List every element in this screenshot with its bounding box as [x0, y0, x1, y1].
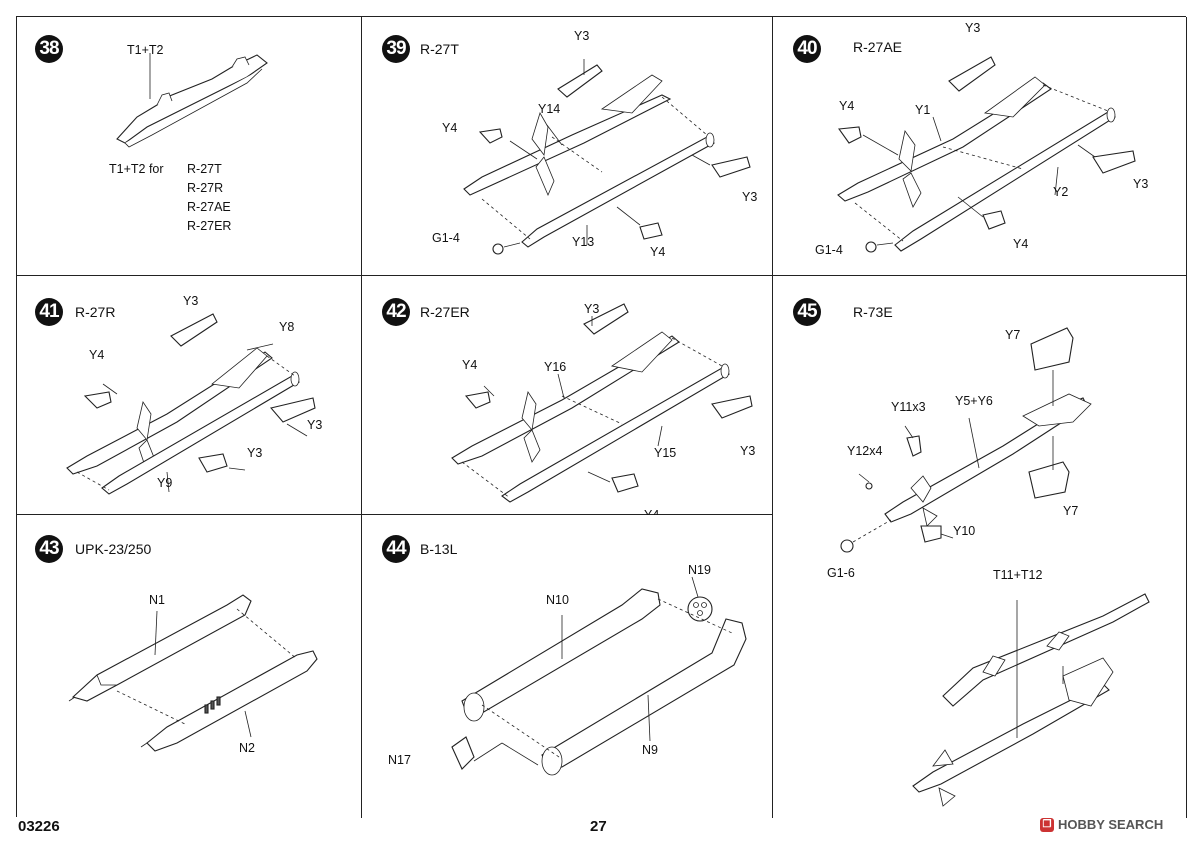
- label-y9: Y9: [157, 476, 173, 490]
- panel-title: R-27T: [420, 41, 459, 57]
- step-number: 38: [35, 35, 63, 63]
- step-number: 42: [382, 298, 410, 326]
- label-y3-top: Y3: [183, 294, 199, 308]
- panel-title: UPK-23/250: [75, 541, 152, 557]
- panel-title: R-27AE: [853, 39, 903, 55]
- label-y4-left: Y4: [462, 358, 478, 372]
- r27t-missile-drawing: [463, 59, 751, 255]
- label-n2: N2: [239, 741, 255, 755]
- watermark: ❐ HOBBY SEARCH: [1040, 817, 1163, 832]
- label-t11-t12: T11+T12: [993, 568, 1043, 582]
- step-number: 45: [793, 298, 821, 326]
- panel-title: R-73E: [853, 304, 893, 320]
- label-y4-bottom: Y4: [650, 245, 666, 259]
- panel-40: 40 R-27AE Y3 Y4 Y1 Y2 Y3: [773, 17, 1187, 276]
- r27er-missile-drawing: [451, 303, 753, 503]
- panel-title: B-13L: [420, 541, 458, 557]
- step-number: 40: [793, 35, 821, 63]
- label-y1: Y1: [915, 103, 931, 117]
- label-n19: N19: [688, 563, 711, 577]
- label-y14: Y14: [538, 102, 561, 116]
- label-y8: Y8: [279, 320, 295, 334]
- b13l-rocket-pod-drawing: [451, 576, 747, 776]
- label-n17: N17: [388, 753, 411, 767]
- panel-45: 45 R-73E: [773, 276, 1187, 818]
- label-y3-right: Y3: [740, 444, 756, 458]
- instruction-grid: 38 T1+T2 T1+T2 for R-27T R-27R R-27AE R-…: [16, 16, 1187, 818]
- label-y4: Y4: [89, 348, 105, 362]
- label-n1: N1: [149, 593, 165, 607]
- label-y11x3: Y11x3: [891, 400, 926, 414]
- label-y3-right: Y3: [742, 190, 758, 204]
- label-y3-top: Y3: [574, 29, 590, 43]
- step-number: 43: [35, 535, 63, 563]
- label-y5-y6: Y5+Y6: [955, 394, 993, 408]
- panel-42: 42 R-27ER Y3 Y4 Y16 Y15 Y3 Y4: [362, 276, 773, 522]
- panel-44: 44 B-13L N19 N10 N17 N9: [362, 515, 773, 818]
- label-g1-4: G1-4: [815, 243, 843, 257]
- label-y4-left: Y4: [839, 99, 855, 113]
- label-y16: Y16: [544, 360, 567, 374]
- watermark-logo-icon: ❐: [1040, 817, 1054, 832]
- panel-41: 41 R-27R Y3 Y8 Y4 Y3 Y3 Y9: [17, 276, 362, 515]
- watermark-text: HOBBY SEARCH: [1058, 817, 1164, 832]
- label-y3-top: Y3: [965, 21, 981, 35]
- for-item-r27er: R-27ER: [187, 219, 232, 233]
- label-y3-right: Y3: [1133, 177, 1149, 191]
- for-item-r27r: R-27R: [187, 181, 224, 195]
- label-y4-left: Y4: [442, 121, 458, 135]
- label-y3-right: Y3: [307, 418, 323, 432]
- label-y3-bottom: Y3: [247, 446, 263, 460]
- page-number: 27: [590, 818, 607, 835]
- label-y3-top: Y3: [584, 302, 600, 316]
- panel-39: 39 R-27T: [362, 17, 773, 276]
- step-number: 41: [35, 298, 63, 326]
- label-y7-top: Y7: [1005, 328, 1021, 342]
- panel-38: 38 T1+T2 T1+T2 for R-27T R-27R R-27AE R-…: [17, 17, 362, 276]
- label-n9: N9: [642, 743, 658, 757]
- label-g1-6: G1-6: [827, 566, 855, 580]
- pylon-drawing: [116, 53, 268, 148]
- for-heading: T1+T2 for: [109, 162, 164, 176]
- product-code: 03226: [18, 818, 60, 835]
- label-y12x4: Y12x4: [847, 444, 883, 458]
- label-n10: N10: [546, 593, 569, 607]
- r73e-missile-drawing: [840, 327, 1150, 807]
- label-y13: Y13: [572, 235, 595, 249]
- label-y15: Y15: [654, 446, 677, 460]
- part-label: T1+T2: [127, 43, 164, 57]
- upk-pod-drawing: [68, 594, 318, 752]
- for-item-r27ae: R-27AE: [187, 200, 231, 214]
- label-y10: Y10: [953, 524, 976, 538]
- label-y4-bottom: Y4: [1013, 237, 1029, 251]
- label-g1-4: G1-4: [432, 231, 460, 245]
- label-y7-bottom: Y7: [1063, 504, 1079, 518]
- for-item-r27t: R-27T: [187, 162, 222, 176]
- r27r-missile-drawing: [66, 313, 316, 495]
- panel-43: 43 UPK-23/250 N1 N2: [17, 515, 362, 818]
- label-y2: Y2: [1053, 185, 1069, 199]
- r27ae-missile-drawing: [837, 56, 1136, 253]
- step-number: 39: [382, 35, 410, 63]
- panel-title: R-27ER: [420, 304, 470, 320]
- panel-title: R-27R: [75, 304, 116, 320]
- step-number: 44: [382, 535, 410, 563]
